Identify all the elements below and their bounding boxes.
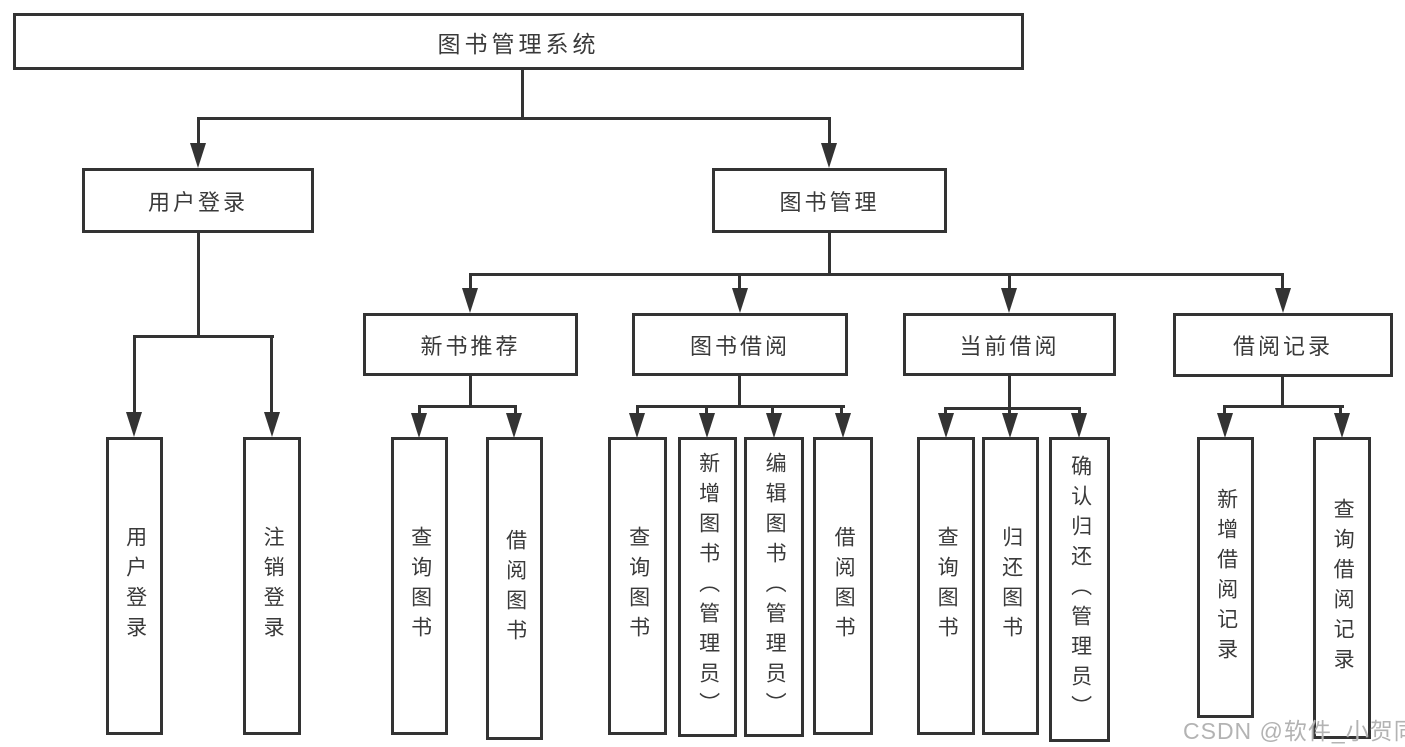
leaf-confirm-return-admin-label: 确认归还（管理员） — [1068, 454, 1092, 725]
connector-line — [1078, 407, 1081, 417]
leaf-add-book-admin-label: 新增图书（管理员） — [696, 452, 720, 722]
arrow-down-icon — [699, 413, 715, 438]
leaf-query-book-current: 查询图书 — [917, 437, 975, 735]
connector-line — [270, 335, 273, 415]
connector-line — [514, 405, 517, 417]
leaf-user-login-label: 用户登录 — [123, 526, 147, 646]
leaf-borrow-book: 借阅图书 — [813, 437, 873, 735]
leaf-query-book-recommend-label: 查询图书 — [408, 526, 432, 646]
arrow-down-icon — [264, 412, 280, 437]
leaf-edit-book-admin: 编辑图书（管理员） — [744, 437, 804, 737]
leaf-query-book-current-label: 查询图书 — [935, 526, 959, 646]
leaf-query-book-borrow: 查询图书 — [608, 437, 667, 735]
connector-line — [197, 117, 200, 150]
leaf-borrow-book-label: 借阅图书 — [832, 526, 856, 646]
node-current-borrow: 当前借阅 — [903, 313, 1116, 376]
leaf-logout-label: 注销登录 — [261, 526, 285, 646]
connector-line — [738, 273, 741, 291]
node-new-book-recommend: 新书推荐 — [363, 313, 578, 376]
connector-line — [469, 375, 472, 407]
connector-line — [944, 407, 1081, 410]
connector-line — [133, 335, 136, 415]
connector-line — [828, 233, 831, 275]
connector-line — [1008, 273, 1011, 291]
connector-line — [1223, 405, 1226, 417]
leaf-query-book-borrow-label: 查询图书 — [626, 526, 650, 646]
leaf-user-login: 用户登录 — [106, 437, 163, 735]
arrow-down-icon — [766, 413, 782, 438]
leaf-confirm-return-admin: 确认归还（管理员） — [1049, 437, 1110, 742]
arrow-down-icon — [629, 413, 645, 438]
node-book-management: 图书管理 — [712, 168, 947, 233]
leaf-borrow-book-recommend-label: 借阅图书 — [503, 528, 527, 649]
arrow-down-icon — [732, 288, 748, 313]
leaf-logout: 注销登录 — [243, 437, 301, 735]
leaf-add-book-admin: 新增图书（管理员） — [678, 437, 737, 737]
connector-line — [418, 405, 421, 417]
leaf-add-borrow-record-label: 新增借阅记录 — [1214, 487, 1238, 668]
node-root-label: 图书管理系统 — [437, 30, 600, 57]
connector-line — [1008, 407, 1011, 417]
connector-line — [705, 405, 708, 417]
arrow-down-icon — [1275, 288, 1291, 313]
arrow-down-icon — [835, 413, 851, 438]
node-new-book-recommend-label: 新书推荐 — [420, 333, 521, 359]
arrow-down-icon — [1071, 413, 1087, 438]
connector-line — [738, 375, 741, 407]
connector-line — [469, 273, 472, 291]
connector-line — [1281, 376, 1284, 407]
connector-line — [418, 405, 517, 408]
arrow-down-icon — [190, 143, 206, 168]
arrow-down-icon — [462, 288, 478, 313]
leaf-edit-book-admin-label: 编辑图书（管理员） — [763, 452, 787, 722]
node-user-login: 用户登录 — [82, 168, 314, 233]
connector-line — [1339, 405, 1342, 417]
leaf-borrow-book-recommend: 借阅图书 — [486, 437, 543, 740]
connector-line — [197, 233, 200, 337]
connector-line — [828, 117, 831, 150]
arrow-down-icon — [506, 413, 522, 438]
connector-line — [636, 405, 845, 408]
node-current-borrow-label: 当前借阅 — [959, 333, 1060, 359]
leaf-query-book-recommend: 查询图书 — [391, 437, 448, 735]
leaf-add-borrow-record: 新增借阅记录 — [1197, 437, 1254, 718]
node-root: 图书管理系统 — [13, 13, 1024, 70]
arrow-down-icon — [126, 412, 142, 437]
leaf-return-book-label: 归还图书 — [999, 526, 1023, 646]
connector-line — [1223, 405, 1344, 408]
connector-line — [521, 70, 524, 120]
connector-line — [1008, 375, 1011, 409]
node-borrow-record: 借阅记录 — [1173, 313, 1393, 377]
leaf-return-book: 归还图书 — [982, 437, 1039, 735]
node-borrow-record-label: 借阅记录 — [1232, 334, 1333, 359]
arrow-down-icon — [1001, 288, 1017, 313]
arrow-down-icon — [1334, 413, 1350, 438]
connector-line — [771, 405, 774, 417]
arrow-down-icon — [1217, 413, 1233, 438]
csdn-watermark: CSDN @软件_小贺同学 — [1183, 718, 1405, 744]
leaf-query-borrow-record: 查询借阅记录 — [1313, 437, 1371, 739]
connector-line — [1281, 273, 1284, 291]
arrow-down-icon — [411, 413, 427, 438]
connector-line — [469, 273, 1284, 276]
connector-line — [840, 405, 843, 417]
connector-line — [944, 407, 947, 417]
connector-line — [636, 405, 639, 417]
node-book-borrow: 图书借阅 — [632, 313, 848, 376]
node-book-borrow-label: 图书借阅 — [689, 333, 790, 359]
arrow-down-icon — [938, 413, 954, 438]
connector-line — [197, 117, 831, 120]
arrow-down-icon — [1002, 413, 1018, 438]
leaf-query-borrow-record-label: 查询借阅记录 — [1331, 498, 1355, 678]
node-user-login-label: 用户登录 — [147, 189, 248, 215]
arrow-down-icon — [821, 143, 837, 168]
connector-line — [133, 335, 274, 338]
node-book-management-label: 图书管理 — [779, 189, 880, 215]
